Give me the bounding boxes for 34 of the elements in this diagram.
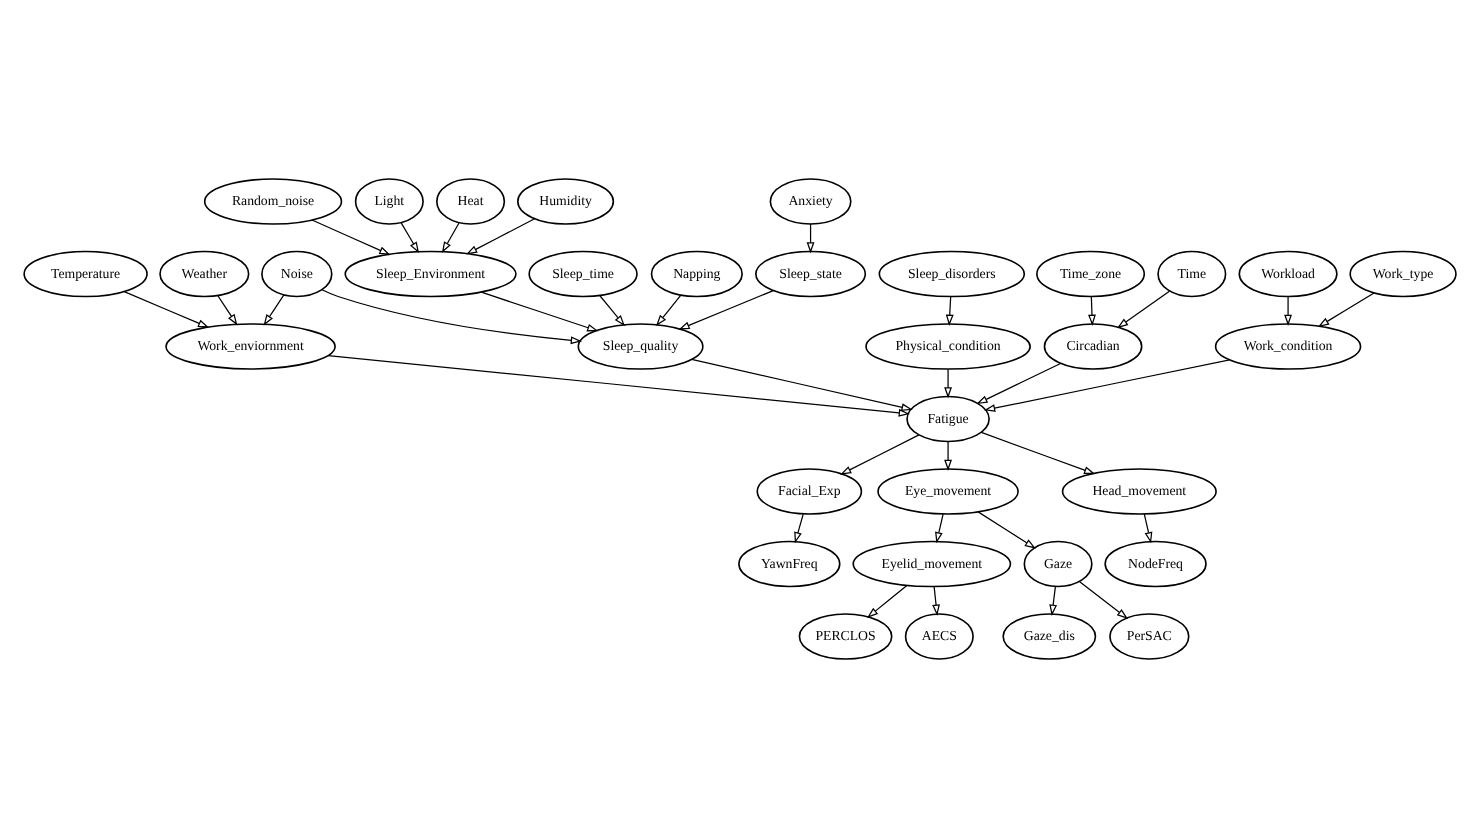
arrow (943, 368, 952, 399)
arrow (805, 223, 814, 254)
arrow (1078, 581, 1128, 619)
arrow (440, 222, 459, 253)
arrow (598, 294, 624, 327)
arrow (982, 359, 1230, 412)
arrow (934, 513, 943, 544)
arrow (943, 441, 952, 471)
arrow (262, 294, 284, 326)
arrow (399, 222, 419, 254)
arrow (975, 362, 1061, 405)
arrow (1142, 513, 1152, 544)
arrow (216, 294, 237, 326)
arrow (655, 294, 681, 327)
arrow (1048, 586, 1057, 616)
arrow (865, 584, 907, 618)
arrow (976, 511, 1035, 549)
arrow (690, 358, 912, 412)
arrow (1116, 290, 1170, 329)
arrow (479, 291, 598, 332)
arrow (326, 354, 909, 417)
arrow (793, 513, 803, 544)
arrow (320, 289, 582, 345)
arrow (931, 586, 939, 616)
arrow (944, 296, 953, 326)
arrow (122, 291, 209, 328)
arrow (677, 290, 773, 330)
arrow (1087, 296, 1095, 326)
arrow (464, 218, 535, 255)
arrow (310, 219, 390, 255)
arrow (1316, 292, 1374, 328)
arrow (839, 434, 919, 475)
arrow (979, 431, 1095, 475)
arrow (1283, 296, 1292, 326)
